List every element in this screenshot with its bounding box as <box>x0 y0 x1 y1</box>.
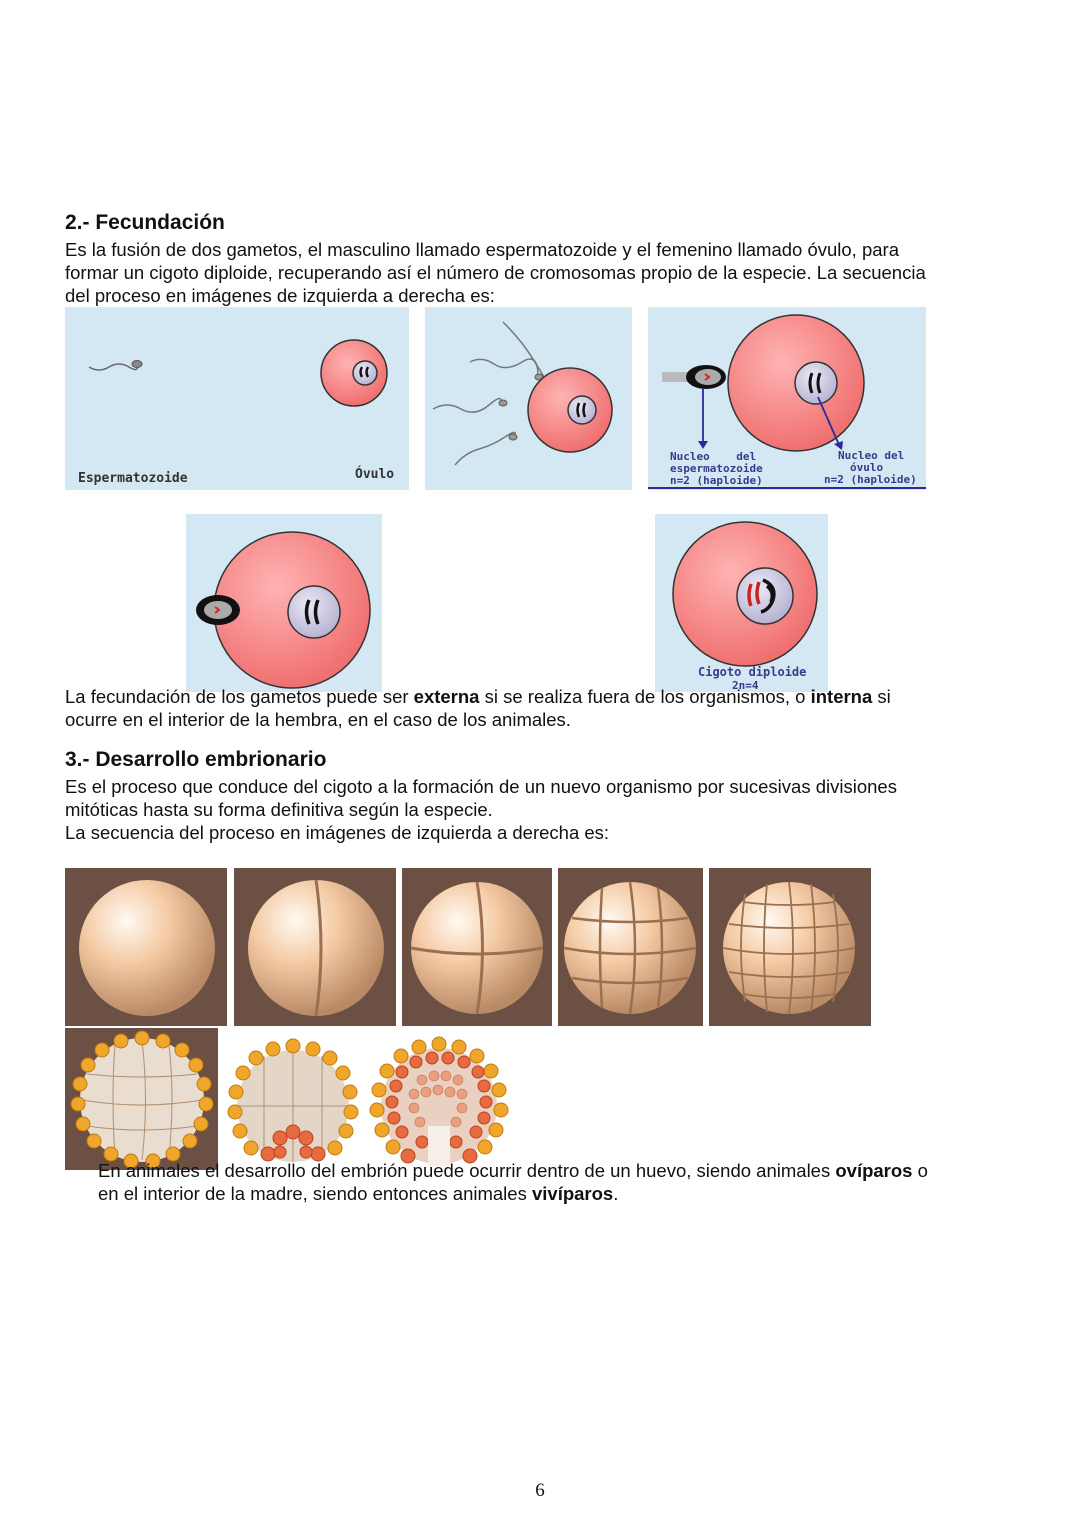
figure-diploid-zygote: Cigoto diploide 2n=4 <box>655 514 828 692</box>
intro-line: del proceso en imágenes de izquierda a d… <box>65 285 495 306</box>
endoderm-cells <box>260 1124 326 1162</box>
desarrollo-closing: En animales el desarrollo del embrión pu… <box>98 1159 928 1205</box>
text-fragment: si se realiza fuera de los organismos, o <box>479 686 811 707</box>
figure-sperms-approaching <box>425 307 632 490</box>
sperm-nucleus-label: Nucleo del <box>670 450 756 463</box>
ovule-nucleus-label: óvulo <box>850 461 883 474</box>
text-fragment: . <box>613 1183 619 1204</box>
embryo-stage-4-cells <box>402 868 552 1026</box>
text-fragment: si <box>872 686 891 707</box>
embryo-stage-morula <box>709 868 871 1026</box>
figure-sperm-entering <box>186 514 382 692</box>
ovule-label: Óvulo <box>355 466 394 482</box>
term-viviparos: vivíparos <box>531 1183 614 1204</box>
ovule-nucleus-label: n=2 (haploide) <box>824 473 917 486</box>
embryo-stage-8-cells <box>558 868 703 1026</box>
sperm-head-icon <box>662 365 726 389</box>
ovule-icon <box>320 339 388 407</box>
ovule-icon <box>527 367 613 453</box>
embryo-stage-zygote <box>65 868 227 1026</box>
term-interna: interna <box>810 686 873 707</box>
embryo-stage-gastrula-early <box>224 1036 362 1170</box>
intro-line: formar un cigoto diploide, recuperando a… <box>65 262 926 283</box>
sperm-nucleus-label: espermatozoide <box>670 462 763 475</box>
term-oviparos: ovíparos <box>835 1160 913 1181</box>
ectoderm-cells <box>70 1030 214 1169</box>
section-title-fecundacion: 2.- Fecundación <box>65 211 225 234</box>
text-fragment: o <box>912 1160 928 1181</box>
embryo-stage-gastrula-late <box>368 1036 510 1170</box>
zygote-icon <box>672 521 818 667</box>
intro-line: La secuencia del proceso en imágenes de … <box>65 822 610 843</box>
section-title-desarrollo: 3.- Desarrollo embrionario <box>65 748 327 771</box>
intro-line: Es la fusión de dos gametos, el masculin… <box>65 239 899 260</box>
sperm-label: Espermatozoide <box>78 471 188 486</box>
intro-line: Es el proceso que conduce del cigoto a l… <box>65 776 897 797</box>
sperm-icon <box>88 360 143 371</box>
ovule-nucleus-label: Nucleo del <box>838 449 904 462</box>
sperm-head-icon <box>196 595 240 625</box>
figure-sperm-and-ovule: Espermatozoide Óvulo <box>65 307 409 490</box>
intro-line: mitóticas hasta su forma definitiva segú… <box>65 799 493 820</box>
sperm-nucleus-label: n=2 (haploide) <box>670 474 763 487</box>
zygote-label: Cigoto diploide <box>698 665 806 679</box>
figure-nuclei-labelled: Nucleo del espermatozoide n=2 (haploide)… <box>648 307 926 490</box>
text-fragment: En animales el desarrollo del embrión pu… <box>98 1160 836 1181</box>
text-fragment: La fecundación de los gametos puede ser <box>65 686 414 707</box>
embryo-stage-blastula <box>65 1028 218 1170</box>
ovule-icon <box>213 531 371 689</box>
fecundacion-closing: La fecundación de los gametos puede ser … <box>65 685 891 731</box>
zygote-label: 2n=4 <box>732 679 759 692</box>
desarrollo-intro: Es el proceso que conduce del cigoto a l… <box>65 775 897 844</box>
fecundacion-intro: Es la fusión de dos gametos, el masculin… <box>65 238 926 307</box>
page-number: 6 <box>535 1480 545 1501</box>
term-externa: externa <box>413 686 480 707</box>
embryo-stage-2-cells <box>234 868 396 1026</box>
text-fragment: ocurre en el interior de la hembra, en e… <box>65 709 571 730</box>
text-fragment: en el interior de la madre, siendo enton… <box>98 1183 532 1204</box>
ovule-icon <box>727 314 865 452</box>
